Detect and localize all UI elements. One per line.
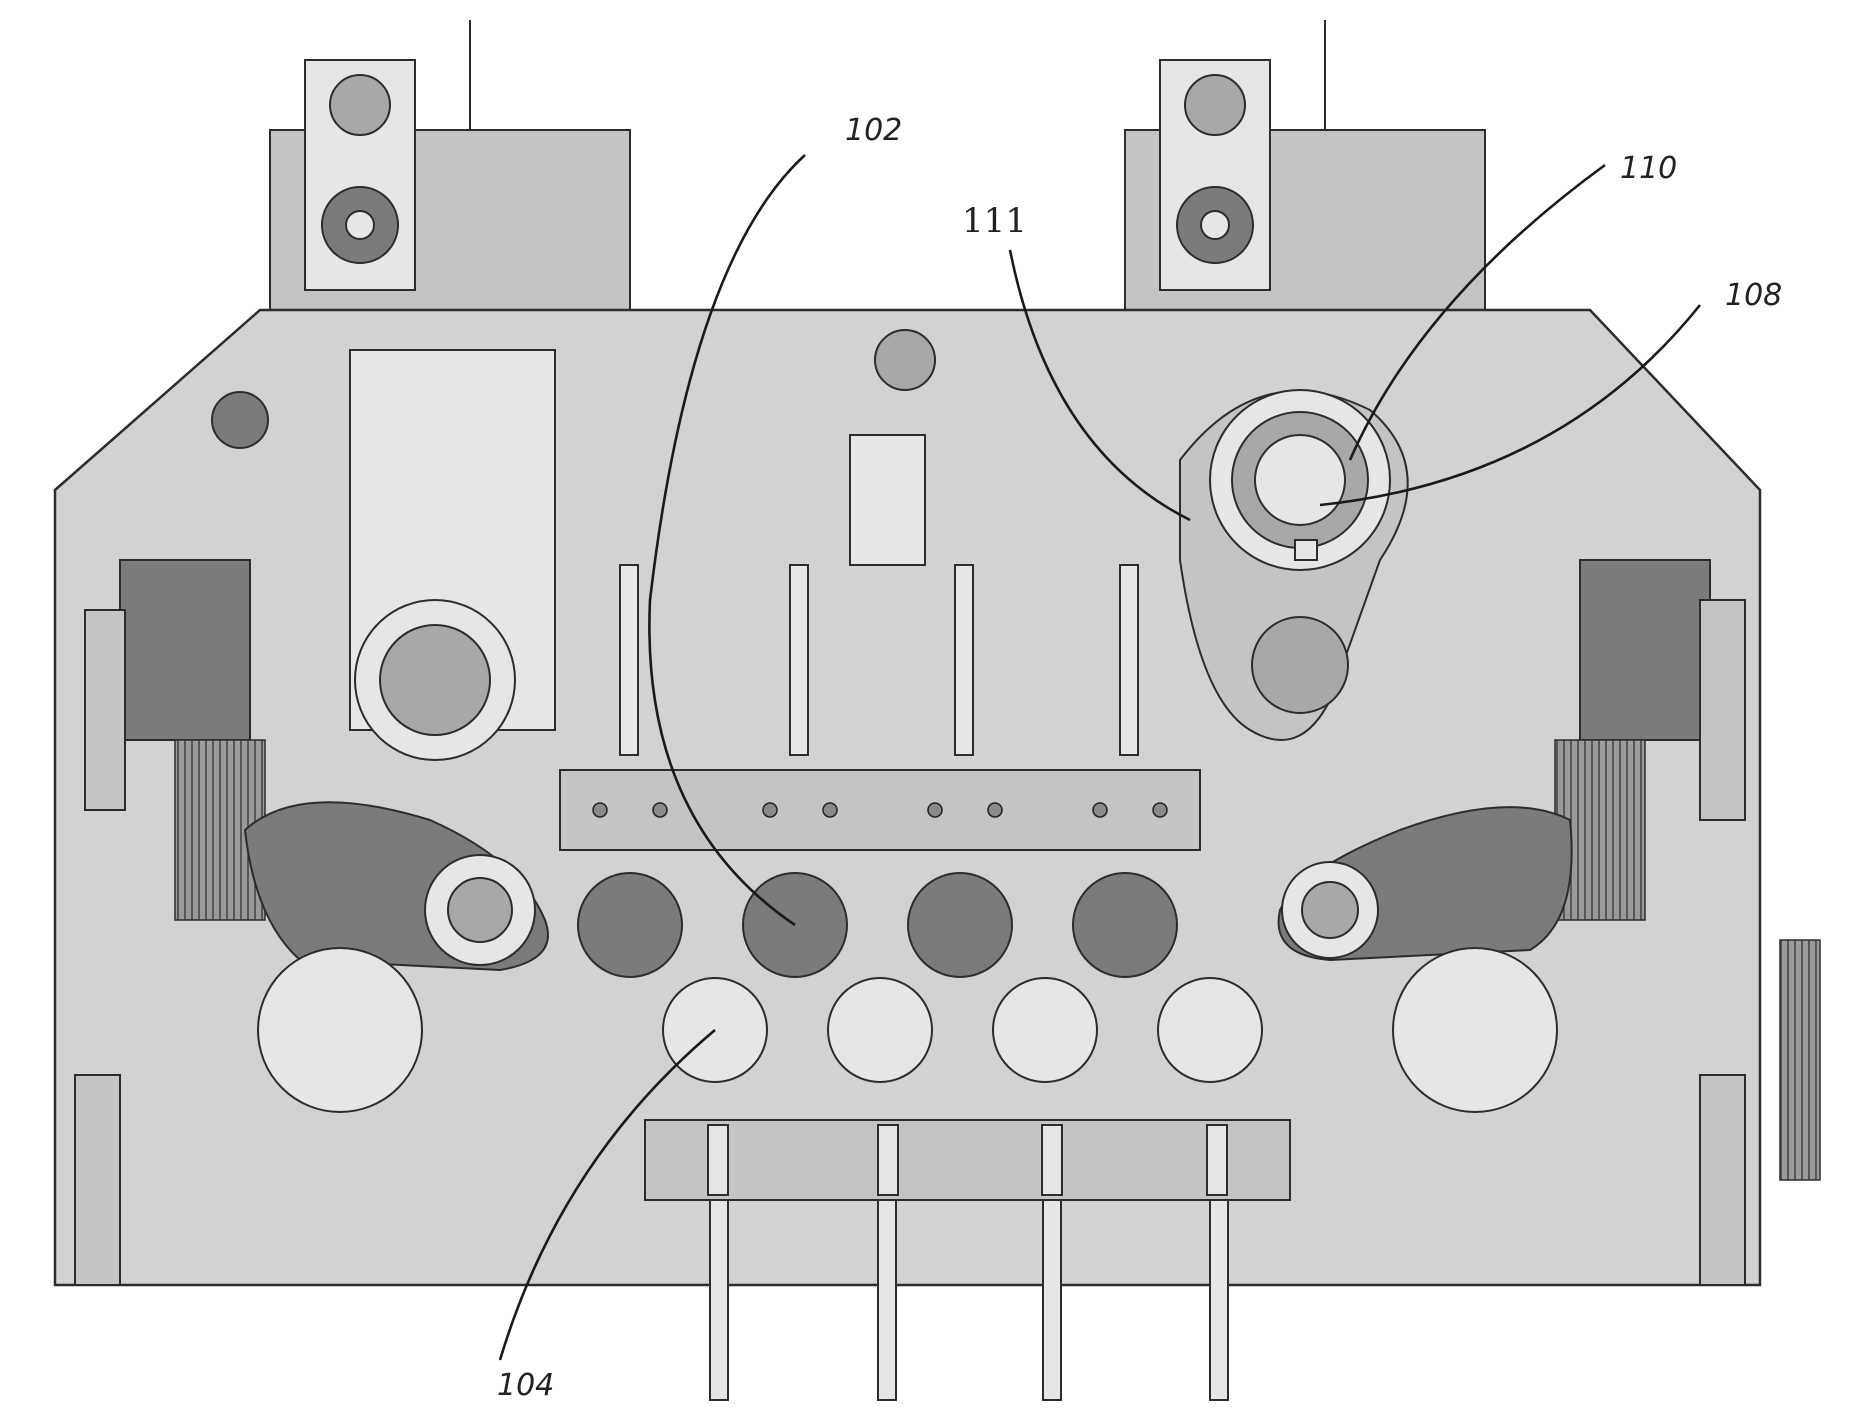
label-102: 102 xyxy=(845,113,902,148)
label-104: 104 xyxy=(497,1368,554,1403)
right-motor-housing xyxy=(1125,20,1485,310)
label-110: 110 xyxy=(1620,151,1677,186)
upper-roll-beam xyxy=(560,770,1200,850)
label-108: 108 xyxy=(1725,278,1782,313)
left-motor-housing xyxy=(270,20,630,310)
label-111: 111 xyxy=(962,201,1027,241)
lower-roll-beam xyxy=(645,1120,1290,1200)
